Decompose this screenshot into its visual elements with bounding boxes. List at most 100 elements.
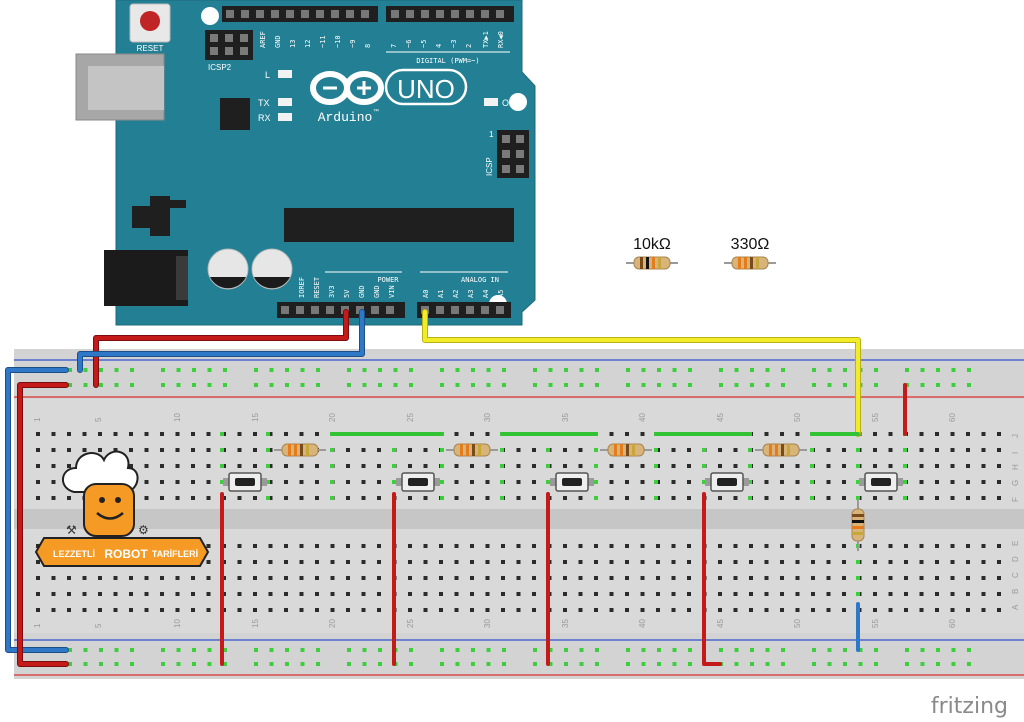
pin-ioref-label: IOREF	[298, 277, 306, 298]
breadboard-hole	[625, 480, 629, 484]
led-on	[484, 98, 498, 106]
breadboard-hole	[873, 544, 877, 548]
breadboard-hole	[671, 480, 676, 484]
breadboard-hole	[516, 544, 521, 548]
breadboard-hole	[950, 592, 955, 596]
connected-rail-hole	[68, 383, 72, 387]
breadboard-hole	[671, 560, 676, 564]
usb-chip	[220, 98, 250, 130]
connected-rail-hole	[734, 368, 739, 372]
breadboard-hole	[268, 544, 273, 548]
breadboard-hole	[454, 592, 459, 596]
pin-a1-label: A1	[437, 290, 445, 298]
breadboard-hole	[284, 432, 288, 436]
connected-rail-hole	[951, 383, 956, 387]
connected-rail-hole	[130, 368, 134, 372]
breadboard-hole	[780, 592, 784, 596]
breadboard-hole	[811, 576, 815, 580]
breadboard-hole	[175, 608, 180, 612]
breadboard-hole	[935, 464, 939, 468]
breadboard-hole	[144, 448, 149, 452]
center-channel	[14, 509, 1024, 529]
breadboard-hole	[826, 560, 831, 564]
connected-rail-hole	[827, 648, 832, 652]
breadboard-hole	[516, 576, 521, 580]
breadboard-hole	[873, 592, 877, 596]
breadboard-hole	[532, 496, 536, 500]
breadboard-hole	[764, 496, 769, 500]
connected-hole	[500, 448, 504, 452]
breadboard-hole	[919, 576, 924, 580]
connected-rail-hole	[936, 662, 940, 666]
breadboard-hole	[175, 576, 180, 580]
header-pin	[436, 306, 444, 314]
breadboard-hole	[315, 608, 319, 612]
breadboard-hole	[439, 592, 443, 596]
connected-rail-hole	[471, 368, 475, 372]
breadboard-hole	[485, 592, 490, 596]
resistor-10k-pulldown	[851, 499, 865, 551]
breadboard-hole	[780, 480, 784, 484]
breadboard-hole	[284, 560, 288, 564]
breadboard-hole	[36, 560, 40, 564]
connected-hole	[266, 432, 270, 436]
connected-rail-hole	[936, 648, 940, 652]
connected-rail-hole	[176, 383, 181, 387]
connected-rail-hole	[300, 662, 305, 666]
connected-rail-hole	[393, 383, 398, 387]
connected-rail-hole	[161, 648, 165, 652]
breadboard-hole	[764, 480, 769, 484]
breadboard-hole	[578, 448, 583, 452]
connected-hole	[903, 496, 907, 500]
breadboard-hole	[315, 576, 319, 580]
connected-rail-hole	[579, 383, 584, 387]
connected-rail-hole	[781, 648, 785, 652]
header-pin	[296, 306, 304, 314]
connected-rail-hole	[471, 383, 475, 387]
connected-rail-hole	[672, 648, 677, 652]
breadboard-hole	[268, 448, 273, 452]
breadboard-hole	[206, 608, 211, 612]
breadboard-hole	[795, 592, 800, 596]
connected-rail-hole	[254, 368, 258, 372]
connected-rail-hole	[300, 368, 305, 372]
breadboard-hole	[129, 432, 133, 436]
breadboard-hole	[764, 608, 769, 612]
breadboard-hole	[237, 576, 242, 580]
breadboard-hole	[981, 592, 986, 596]
header-pin	[226, 10, 234, 18]
header-pin	[331, 10, 339, 18]
connected-hole	[266, 448, 270, 452]
breadboard-hole	[950, 496, 955, 500]
breadboard-hole	[268, 576, 273, 580]
breadboard-hole	[408, 560, 412, 564]
connected-hole	[654, 464, 658, 468]
breadboard-hole	[625, 544, 629, 548]
breadboard-hole	[253, 592, 257, 596]
header-pin	[286, 10, 294, 18]
breadboard-hole	[919, 448, 924, 452]
breadboard-hole	[594, 592, 598, 596]
connected-hole	[856, 496, 860, 500]
breadboard-hole	[718, 576, 722, 580]
connected-rail-hole	[812, 368, 816, 372]
connected-rail-hole	[192, 662, 196, 666]
breadboard-hole	[51, 432, 56, 436]
connected-hole	[594, 496, 598, 500]
breadboard-hole	[160, 480, 164, 484]
breadboard-hole	[563, 592, 567, 596]
breadboard-hole	[950, 608, 955, 612]
connected-rail-hole	[130, 648, 134, 652]
connected-rail-hole	[920, 648, 925, 652]
breadboard-hole	[640, 432, 645, 436]
led-tx-label: TX	[258, 98, 270, 108]
breadboard-hole	[826, 576, 831, 580]
col-num-35-bottom: 35	[561, 619, 570, 628]
breadboard-hole	[966, 576, 970, 580]
breadboard-hole	[67, 576, 71, 580]
connected-rail-hole	[781, 368, 785, 372]
breadboard-hole	[718, 592, 722, 596]
col-num-10: 10	[173, 413, 182, 422]
breadboard-hole	[175, 448, 180, 452]
connected-rail-hole	[951, 648, 956, 652]
